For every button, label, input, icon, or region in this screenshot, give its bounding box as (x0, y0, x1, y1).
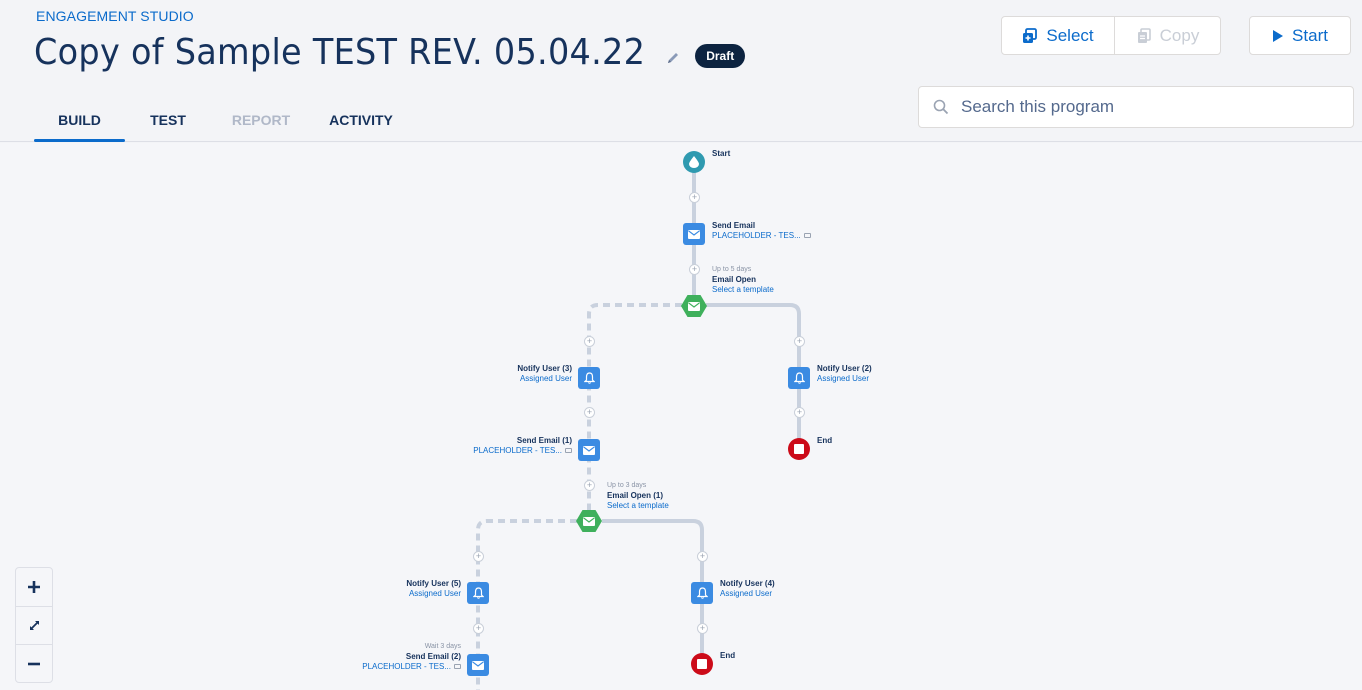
add-step-button[interactable]: + (473, 551, 484, 562)
play-icon (1273, 29, 1284, 42)
add-step-button[interactable]: + (689, 264, 700, 275)
minus-icon (28, 662, 40, 665)
add-step-button[interactable]: + (794, 336, 805, 347)
tab-report: REPORT (231, 112, 291, 128)
start-button[interactable]: Start (1249, 16, 1351, 55)
status-badge: Draft (695, 43, 746, 68)
notify-user-3-node[interactable] (578, 367, 600, 389)
tab-build[interactable]: BUILD (34, 100, 125, 142)
end-node[interactable] (788, 438, 810, 460)
select-label: Select (1046, 25, 1094, 45)
plus-icon (28, 581, 40, 593)
stop-icon (794, 444, 804, 454)
send-email-2-label: Wait 3 days Send Email (2) PLACEHOLDER -… (362, 643, 461, 671)
add-step-button[interactable]: + (584, 407, 595, 418)
envelope-icon (688, 301, 700, 311)
notify-user-2-node[interactable] (788, 367, 810, 389)
add-step-button[interactable]: + (697, 623, 708, 634)
notify-user-2-label: Notify User (2) Assigned User (817, 364, 872, 383)
tab-bar: BUILD TEST REPORT ACTIVITY (34, 100, 411, 142)
notify-user-3-label: Notify User (3) Assigned User (517, 364, 572, 383)
bell-icon (696, 587, 708, 599)
app-label: ENGAGEMENT STUDIO (36, 8, 194, 24)
envelope-icon (583, 445, 595, 455)
send-email-label: Send Email PLACEHOLDER - TES... (712, 221, 811, 241)
search-box (918, 86, 1354, 128)
select-icon (1023, 27, 1038, 43)
send-email-1-node[interactable] (578, 439, 600, 461)
notify-user-4-label: Notify User (4) Assigned User (720, 579, 775, 598)
email-open-1-trigger-node[interactable] (576, 510, 602, 532)
droplet-icon (689, 156, 699, 168)
notify-user-5-label: Notify User (5) Assigned User (406, 579, 461, 598)
camera-icon (803, 233, 811, 239)
envelope-icon (583, 516, 595, 526)
search-icon (933, 99, 949, 115)
bell-icon (793, 372, 805, 384)
fit-to-screen-button[interactable] (16, 606, 52, 644)
start-label: Start (1292, 25, 1328, 45)
add-step-button[interactable]: + (584, 336, 595, 347)
end-label: End (817, 436, 833, 445)
email-open-1-label: Up to 3 days Email Open (1) Select a tem… (607, 482, 669, 510)
envelope-icon (688, 229, 700, 239)
tab-test[interactable]: TEST (150, 112, 186, 128)
tab-activity[interactable]: ACTIVITY (329, 112, 393, 128)
copy-button: Copy (1114, 17, 1220, 54)
add-step-button[interactable]: + (473, 623, 484, 634)
end-node[interactable] (691, 653, 713, 675)
flow-canvas[interactable]: Start + Send Email PLACEHOLDER - TES... … (0, 143, 1362, 690)
add-step-button[interactable]: + (584, 480, 595, 491)
copy-label: Copy (1159, 25, 1200, 45)
send-email-node[interactable] (683, 223, 705, 245)
select-button[interactable]: Select (1002, 17, 1114, 54)
add-step-button[interactable]: + (794, 407, 805, 418)
select-copy-button-group: Select Copy (1001, 16, 1221, 55)
send-email-2-node[interactable] (467, 654, 489, 676)
copy-icon (1137, 27, 1151, 43)
camera-icon (454, 664, 461, 670)
bell-icon (583, 372, 595, 384)
email-open-label: Up to 5 days Email Open Select a templat… (712, 266, 774, 294)
add-step-button[interactable]: + (689, 192, 700, 203)
notify-user-4-node[interactable] (691, 582, 713, 604)
pencil-edit-icon[interactable] (665, 50, 681, 66)
search-input[interactable] (961, 97, 1341, 117)
add-step-button[interactable]: + (697, 551, 708, 562)
email-open-trigger-node[interactable] (681, 295, 707, 317)
start-label: Start (712, 149, 731, 158)
expand-icon (29, 621, 39, 630)
end-label: End (720, 651, 736, 660)
page-header: ENGAGEMENT STUDIO Copy of Sample TEST RE… (0, 0, 1362, 142)
zoom-in-button[interactable] (16, 568, 52, 606)
notify-user-5-node[interactable] (467, 582, 489, 604)
page-title: Copy of Sample TEST REV. 05.04.22 (34, 32, 646, 73)
stop-icon (697, 659, 707, 669)
zoom-out-button[interactable] (16, 644, 52, 682)
send-email-1-label: Send Email (1) PLACEHOLDER - TES... (473, 436, 572, 455)
camera-icon (565, 448, 572, 454)
zoom-controls (15, 567, 53, 683)
bell-icon (472, 587, 484, 599)
start-node[interactable] (683, 151, 705, 173)
title-row: Copy of Sample TEST REV. 05.04.22 Draft (34, 32, 746, 73)
flow-edges (476, 162, 801, 690)
envelope-icon (472, 660, 484, 670)
